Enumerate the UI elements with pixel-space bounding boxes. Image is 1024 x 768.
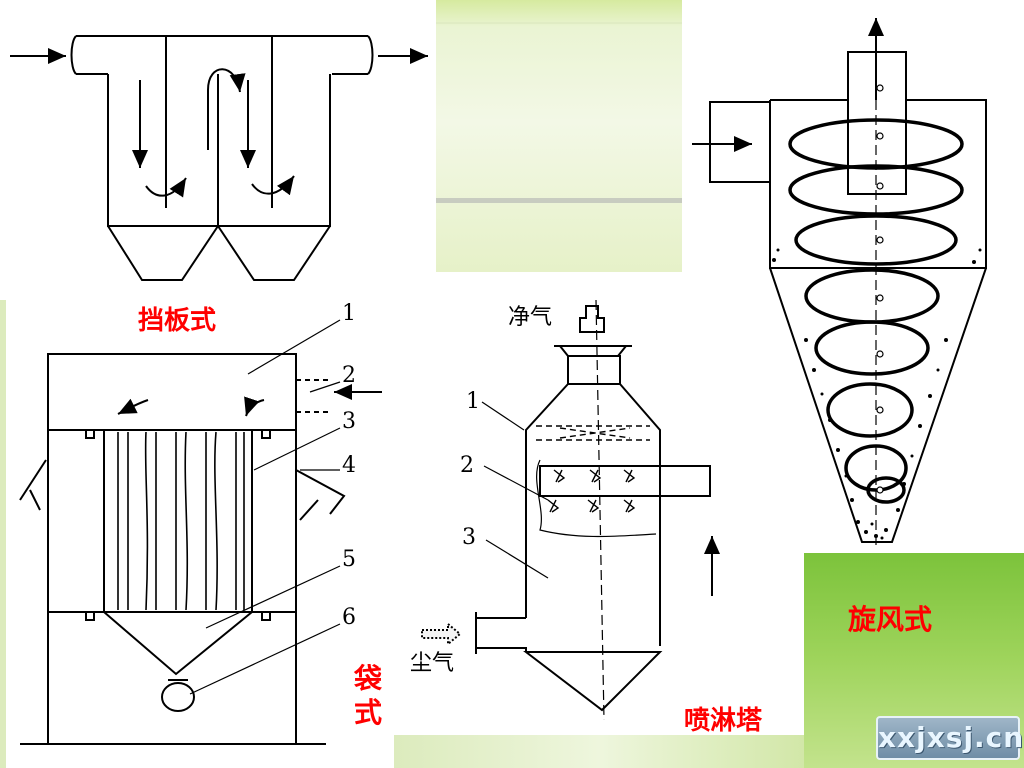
panel-highlight bbox=[436, 22, 682, 24]
callout-number: 1 bbox=[466, 389, 480, 414]
cyclone-diagram bbox=[692, 18, 987, 545]
spiral-path bbox=[788, 118, 964, 504]
dust-gas-label: 尘气 bbox=[410, 651, 454, 676]
callout-number: 1 bbox=[342, 301, 356, 326]
bag-filter-numbers: 1 2 3 4 5 6 bbox=[342, 301, 356, 630]
ash-hopper bbox=[103, 611, 253, 676]
background-panel-bottom bbox=[394, 735, 804, 768]
callout-number: 2 bbox=[460, 453, 474, 478]
dust-particles bbox=[772, 248, 982, 540]
spray-pipe bbox=[539, 465, 711, 497]
hoppers bbox=[107, 224, 331, 281]
filter-bags bbox=[117, 431, 245, 611]
baffle-separator-diagram bbox=[10, 35, 428, 281]
callout-number: 2 bbox=[342, 363, 356, 388]
callout-number: 6 bbox=[342, 605, 356, 630]
bag-type-label: 袋式 bbox=[353, 662, 382, 729]
callout-number: 5 bbox=[342, 547, 356, 572]
baffle-type-label: 挡板式 bbox=[138, 306, 217, 336]
header-pipe bbox=[76, 35, 368, 75]
spray-tower-diagram bbox=[421, 299, 720, 721]
bag-filter-diagram bbox=[19, 319, 382, 745]
inlet-duct bbox=[709, 101, 771, 183]
spray-tower-text: 净气 尘气 1 2 3 bbox=[410, 305, 552, 676]
background-panel-left-edge bbox=[0, 300, 6, 768]
background-panel-top bbox=[436, 0, 682, 272]
clean-gas-arrow bbox=[579, 305, 605, 333]
callout-number: 3 bbox=[342, 409, 356, 434]
tower-bottom-cone bbox=[523, 651, 663, 712]
rotary-valve bbox=[161, 682, 195, 712]
spray-tower-label: 喷淋塔 bbox=[684, 706, 763, 736]
cyclone-type-label: 旋风式 bbox=[848, 603, 933, 636]
watermark-logo: xxjxsj.cn bbox=[876, 716, 1023, 760]
dust-gas-arrow bbox=[421, 621, 462, 647]
callout-number: 4 bbox=[342, 453, 356, 478]
clean-gas-label: 净气 bbox=[508, 305, 552, 330]
callout-number: 3 bbox=[462, 525, 476, 550]
cyclone-cone bbox=[769, 267, 987, 543]
panel-stripe bbox=[436, 198, 682, 203]
